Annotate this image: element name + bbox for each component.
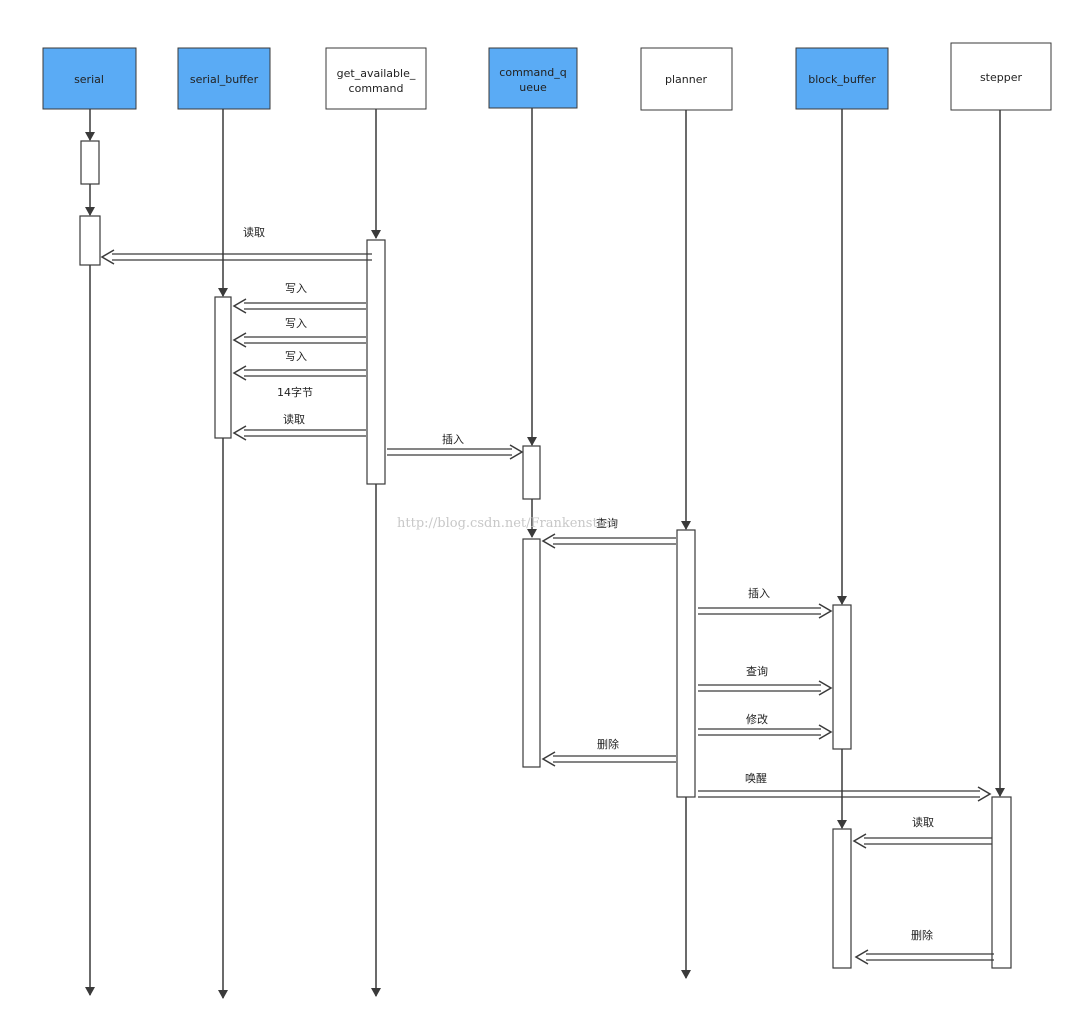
participant-label: stepper bbox=[980, 71, 1023, 84]
message-label-m2: 写入 bbox=[285, 282, 307, 295]
participant-label-line2: command bbox=[349, 82, 404, 95]
arrow-m5 bbox=[232, 425, 366, 441]
activation-get-available-command bbox=[366, 239, 386, 485]
participant-box bbox=[488, 47, 578, 109]
participant-label: serial_buffer bbox=[190, 73, 259, 86]
activation-stepper bbox=[991, 796, 1012, 969]
message-label-m4b: 14字节 bbox=[277, 385, 313, 399]
arrow-m4 bbox=[232, 365, 366, 381]
participant-planner: planner bbox=[640, 47, 733, 111]
activation-block-buffer-2 bbox=[832, 828, 852, 969]
message-label-m1: 读取 bbox=[243, 225, 265, 239]
message-label-m11: 删除 bbox=[597, 737, 619, 751]
message-label-m8: 插入 bbox=[748, 586, 770, 600]
activation-serial-buffer bbox=[214, 296, 232, 439]
message-label-m6: 插入 bbox=[442, 432, 464, 446]
participant-label-line1: command_q bbox=[499, 66, 566, 79]
participant-block-buffer: block_buffer bbox=[795, 47, 889, 110]
arrow-m3 bbox=[232, 332, 366, 348]
message-label-m10: 修改 bbox=[746, 712, 768, 726]
arrow-m6 bbox=[387, 444, 524, 460]
activation-command-queue-2 bbox=[522, 538, 541, 768]
watermark-text: http://blog.csdn.net/Frankenstien bbox=[397, 516, 619, 531]
participant-label: serial bbox=[74, 73, 104, 86]
activation-serial-2 bbox=[79, 215, 101, 266]
message-label-m4: 写入 bbox=[285, 350, 307, 363]
message-label-m7: 查询 bbox=[596, 516, 618, 530]
message-label-m5: 读取 bbox=[283, 412, 305, 426]
activation-command-queue-1 bbox=[522, 445, 541, 500]
participant-serial: serial bbox=[42, 47, 137, 110]
message-label-m14: 删除 bbox=[911, 928, 933, 942]
message-label-m3: 写入 bbox=[285, 317, 307, 330]
arrow-m2 bbox=[232, 298, 366, 314]
arrow-m11 bbox=[541, 751, 676, 767]
participant-box bbox=[640, 47, 733, 111]
participant-label-line2: ueue bbox=[519, 81, 547, 94]
arrow-m12 bbox=[698, 786, 992, 802]
participant-stepper: stepper bbox=[950, 42, 1052, 111]
participant-label-line1: get_available_ bbox=[337, 67, 416, 80]
participant-box bbox=[42, 47, 137, 110]
participant-command-queue: command_q ueue bbox=[488, 47, 578, 109]
arrow-m1 bbox=[100, 249, 372, 265]
message-label-m13: 读取 bbox=[912, 815, 934, 829]
message-arrows bbox=[100, 249, 994, 965]
participant-serial-buffer: serial_buffer bbox=[177, 47, 271, 110]
arrow-m7 bbox=[541, 533, 676, 549]
message-labels: 读取 写入 写入 写入 14字节 读取 插入 查询 插入 查询 修改 删除 唤醒… bbox=[243, 225, 934, 942]
participant-get-available-command: get_available_ command bbox=[325, 47, 427, 110]
activation-serial-1 bbox=[80, 140, 100, 185]
activation-block-buffer-1 bbox=[832, 604, 852, 750]
message-label-m9: 查询 bbox=[746, 664, 768, 678]
activation-planner bbox=[676, 529, 696, 798]
arrow-m14 bbox=[854, 949, 994, 965]
participant-label: block_buffer bbox=[808, 73, 876, 86]
message-label-m12: 唤醒 bbox=[745, 771, 767, 785]
arrow-m9 bbox=[698, 680, 833, 696]
participant-box bbox=[795, 47, 889, 110]
arrow-m10 bbox=[698, 724, 833, 740]
participant-label: planner bbox=[665, 73, 707, 86]
participant-box bbox=[325, 47, 427, 110]
arrow-m8 bbox=[698, 603, 833, 619]
participant-box bbox=[177, 47, 271, 110]
arrow-m13 bbox=[852, 833, 992, 849]
participant-box bbox=[950, 42, 1052, 111]
